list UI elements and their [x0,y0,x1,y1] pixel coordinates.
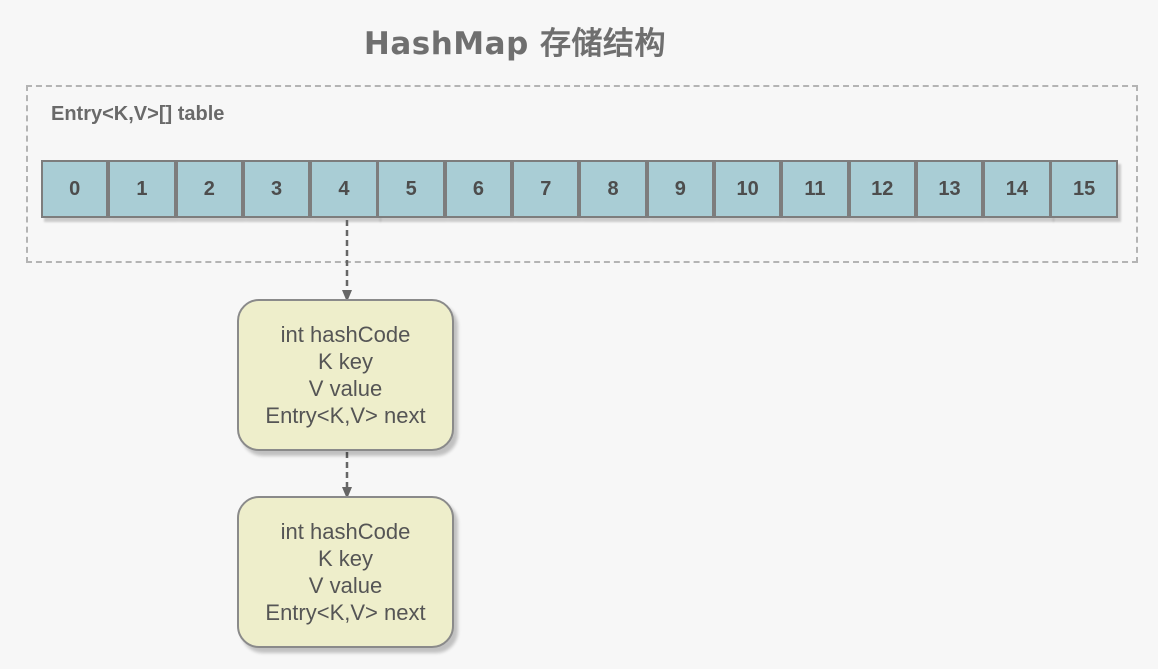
bucket-cell-12: 12 [848,160,916,218]
entry-field-next: Entry<K,V> next [265,403,426,428]
bucket-cell-5: 5 [377,160,445,218]
bucket-cell-1: 1 [108,160,176,218]
entry-field-value: V value [308,376,383,401]
bucket-cell-13: 13 [915,160,984,218]
bucket-cell-8: 8 [579,160,647,218]
entry-field-key: K key [317,349,374,374]
bucket-cell-2: 2 [175,160,243,218]
bucket-cell-7: 7 [512,160,580,218]
entry-field-hashcode: int hashCode [280,519,411,544]
bucket-array: 0 1 2 3 4 5 6 7 8 9 10 11 12 13 14 15 [41,160,1118,218]
bucket-cell-15: 15 [1050,160,1118,218]
table-group-boundary [26,85,1138,263]
entry-field-value: V value [308,573,383,598]
bucket-cell-6: 6 [444,160,513,218]
entry-field-hashcode: int hashCode [280,322,411,347]
entry-field-key: K key [317,546,374,571]
bucket-cell-4: 4 [310,160,378,218]
bucket-cell-3: 3 [242,160,311,218]
bucket-cell-14: 14 [983,160,1051,218]
bucket-cell-9: 9 [646,160,715,218]
diagram-title: HashMap 存储结构 [363,26,667,62]
table-group-label: Entry<K,V>[] table [51,103,225,125]
bucket-cell-10: 10 [713,160,782,218]
entry-field-next: Entry<K,V> next [265,600,426,625]
bucket-cell-11: 11 [781,160,849,218]
bucket-cell-0: 0 [41,160,109,218]
entry-node-1: int hashCode K key V value Entry<K,V> ne… [237,299,454,451]
entry-node-2: int hashCode K key V value Entry<K,V> ne… [237,496,454,648]
